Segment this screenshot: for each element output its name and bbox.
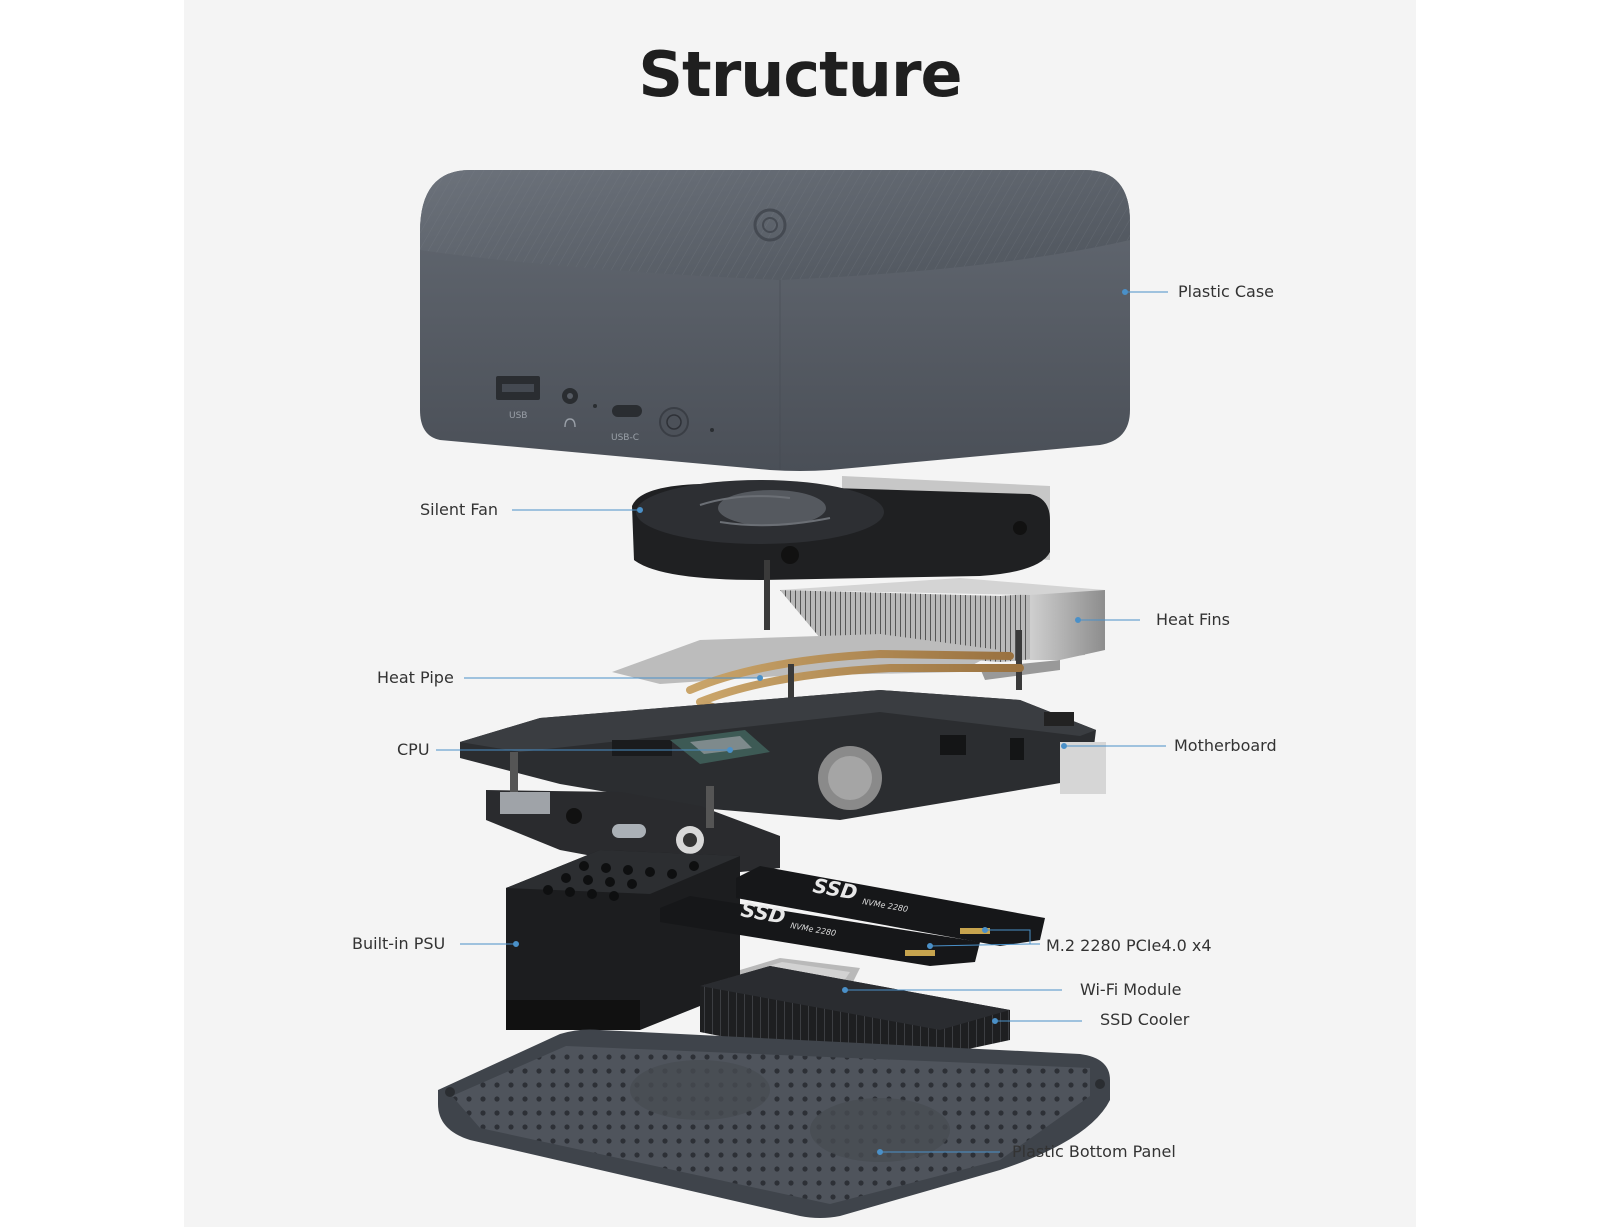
board-connector [1060, 742, 1106, 794]
headphone-jack-icon [562, 388, 578, 428]
usb-port-label: USB [509, 411, 527, 421]
label-motherboard: Motherboard [1174, 736, 1277, 755]
fan-screw-post [764, 560, 770, 630]
label-heat-pipe: Heat Pipe [377, 668, 454, 687]
leader-lines [436, 289, 1168, 1155]
power-button-icon [659, 407, 689, 437]
plastic-case: USB USB-C [420, 170, 1130, 471]
usb-c-port-label: USB-C [611, 433, 639, 443]
label-heat-fins: Heat Fins [1156, 610, 1230, 629]
power-led-icon [710, 428, 714, 432]
built-in-psu [506, 850, 740, 1030]
motherboard [460, 690, 1106, 876]
label-cpu: CPU [397, 740, 430, 759]
label-plastic-case: Plastic Case [1178, 282, 1274, 301]
status-led-icon [593, 404, 597, 408]
label-m2-ssd: M.2 2280 PCIe4.0 x4 [1046, 936, 1212, 955]
case-logo-icon [753, 208, 787, 242]
usb-port-icon [496, 376, 540, 400]
fin-screw-post [1016, 630, 1022, 690]
label-built-in-psu: Built-in PSU [352, 934, 446, 953]
silent-fan [632, 480, 1050, 690]
label-plastic-bottom-panel: Plastic Bottom Panel [1012, 1142, 1176, 1161]
label-ssd-cooler: SSD Cooler [1100, 1010, 1190, 1029]
heat-pipe [612, 634, 1024, 724]
page-title: Structure [638, 38, 962, 111]
m2-ssd-pair: SSD NVMe 2280 SSD NVMe 2280 [660, 866, 1045, 966]
usb-c-port-icon [612, 405, 642, 417]
plastic-bottom-panel [438, 1029, 1110, 1218]
label-silent-fan: Silent Fan [420, 500, 499, 519]
label-wifi-module: Wi-Fi Module [1080, 980, 1182, 999]
